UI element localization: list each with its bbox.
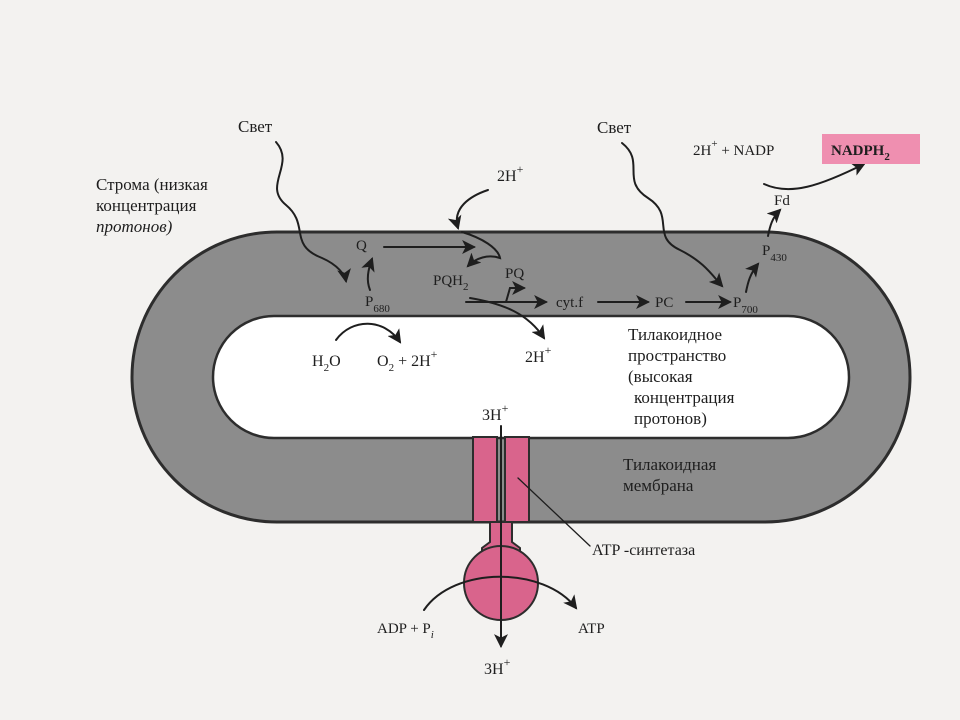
o2-2h-label: O2 + 2H+ (377, 347, 438, 374)
lumen-label-line4: концентрация (634, 388, 735, 407)
atp-synthase-channel-left (472, 436, 498, 523)
lumen-label-line2: пространство (628, 346, 726, 365)
fd-label: Fd (774, 193, 790, 209)
proton-in-label: 3H+ (482, 401, 509, 424)
atp-synthase-channel-right (504, 436, 530, 523)
top-proton-label: 2H+ (497, 162, 524, 185)
cytf-label: cyt.f (556, 295, 583, 311)
membrane-label-line1: Тилакоидная (623, 455, 716, 474)
p430-label: P430 (762, 243, 787, 264)
nadph2-label: NADPH2 (831, 143, 890, 163)
p680-label: P680 (365, 294, 390, 315)
stroma-label-line1: Строма (низкая (96, 175, 208, 194)
pqh2-label: PQH2 (433, 273, 469, 293)
lumen-label-line5: протонов) (634, 409, 707, 428)
light-label-left: Свет (238, 117, 273, 136)
pq-reduction-arrow (461, 231, 502, 268)
lumen-label-line3: (высокая (628, 367, 693, 386)
light-label-right: Свет (597, 118, 632, 137)
proton-release-arrow (469, 297, 546, 340)
proton-uptake-arrow (447, 189, 489, 231)
water-splitting-arrow (335, 322, 402, 344)
p700-to-p430-arrow (745, 262, 760, 293)
lumen-label-line1: Тилакоидное (628, 325, 722, 344)
p700-label: P700 (733, 295, 758, 316)
nadph2-box (822, 134, 920, 164)
stroma-label-line3: протонов) (96, 217, 173, 236)
light-arrow-left (275, 141, 351, 284)
atp-synthesis-arrow (423, 575, 578, 611)
p680-to-q-arrow (361, 257, 375, 291)
atp-label: ATP (578, 621, 605, 637)
nadph-formation-arrow (763, 163, 866, 191)
h2o-label: H2O (312, 353, 341, 374)
adp-pi-label: ADP + Pi (377, 621, 434, 641)
membrane-label-line2: мембрана (623, 476, 694, 495)
atp-synthase (463, 436, 539, 621)
pq-label: PQ (505, 266, 524, 282)
nadp-equation-label: 2H+ + NADP (693, 138, 774, 159)
q-label: Q (356, 238, 367, 254)
pqh2-to-pq-arrow (505, 281, 527, 303)
atp-synthase-leader-line (517, 477, 591, 547)
thylakoid-lumen (211, 314, 851, 440)
light-arrow-right (621, 142, 724, 288)
proton-out-label: 3H+ (484, 655, 511, 678)
atp-synthase-label: ATP -синтетаза (592, 542, 695, 559)
stroma-label-line2: концентрация (96, 196, 197, 215)
lumen-proton-label: 2H+ (525, 343, 552, 366)
pc-label: PC (655, 295, 673, 311)
p430-to-fd-arrow (766, 208, 782, 237)
